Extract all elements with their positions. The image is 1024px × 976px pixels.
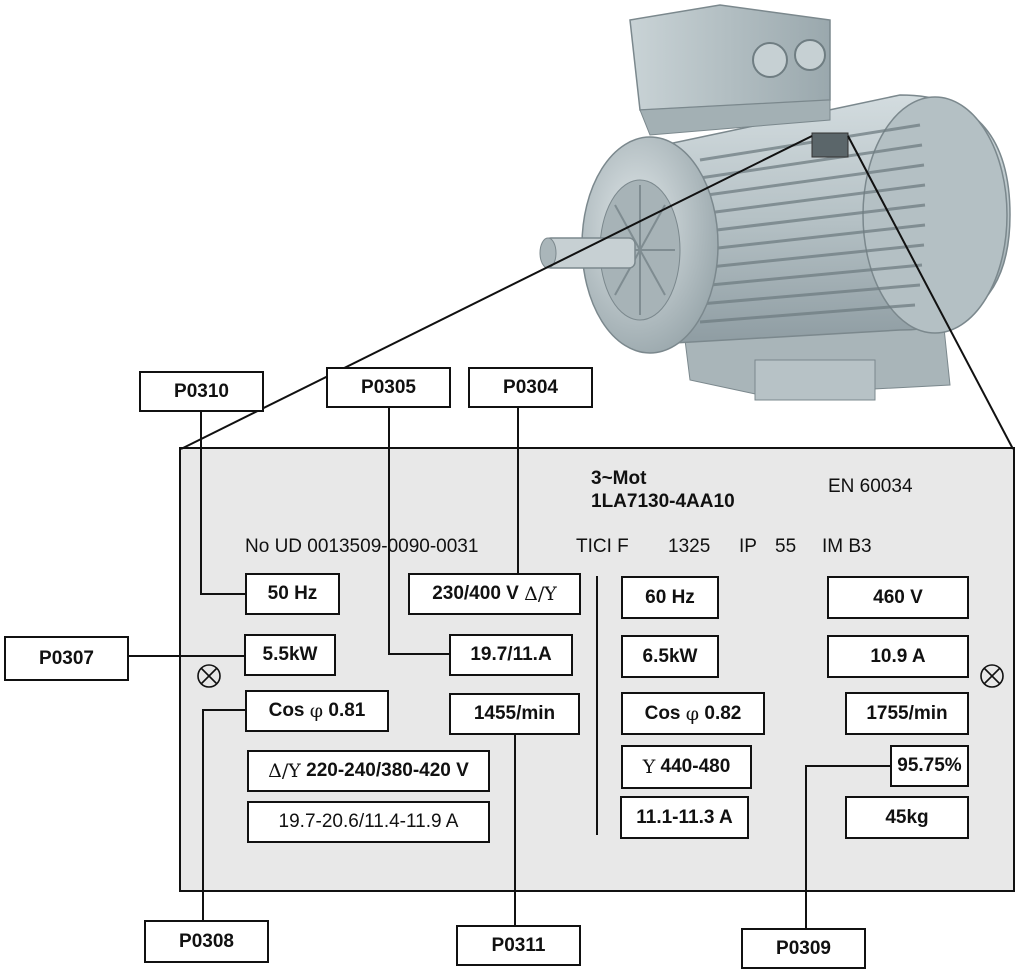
param-p0305-label: P0305 bbox=[326, 367, 451, 408]
rating-power-6-5kw: 6.5kW bbox=[621, 635, 719, 678]
rating-power-5-5kw: 5.5kW bbox=[244, 634, 336, 676]
rating-current-range-right: 11.1-11.3 A bbox=[620, 796, 749, 839]
screw-icon bbox=[197, 664, 221, 688]
rating-voltage-230-400: 230/400 V Δ/Y bbox=[408, 573, 581, 615]
rating-mass: 45kg bbox=[845, 796, 969, 839]
plate-ip-value: 55 bbox=[775, 536, 797, 557]
param-p0309-label: P0309 bbox=[741, 928, 866, 969]
plate-model: 1LA7130-4AA10 bbox=[591, 491, 735, 512]
rating-voltage-460: 460 V bbox=[827, 576, 969, 619]
rating-frequency-50hz: 50 Hz bbox=[245, 573, 340, 615]
param-p0310-label: P0310 bbox=[139, 371, 264, 412]
plate-phase-motor: 3~Mot bbox=[591, 468, 647, 489]
rating-efficiency: 95.75% bbox=[890, 745, 969, 787]
plate-code: 1325 bbox=[668, 536, 711, 557]
param-p0304-label: P0304 bbox=[468, 367, 593, 408]
screw-icon bbox=[980, 664, 1004, 688]
rating-frequency-60hz: 60 Hz bbox=[621, 576, 719, 619]
param-p0311-label: P0311 bbox=[456, 925, 581, 966]
rating-voltage-range-right: Y 440-480 bbox=[621, 745, 752, 789]
rating-current-right: 10.9 A bbox=[827, 635, 969, 678]
plate-standard: EN 60034 bbox=[828, 476, 913, 497]
rating-current-range-left: 19.7-20.6/11.4-11.9 A bbox=[247, 801, 490, 843]
param-p0308-label: P0308 bbox=[144, 920, 269, 963]
rating-speed-left: 1455/min bbox=[449, 693, 580, 735]
rating-cosphi-right: Cos φ 0.82 bbox=[621, 692, 765, 735]
plate-serial: No UD 0013509-0090-0031 bbox=[245, 536, 479, 557]
rating-cosphi-left: Cos φ 0.81 bbox=[245, 690, 389, 732]
plate-thermal-class: TICI F bbox=[576, 536, 629, 557]
rating-voltage-range-left: Δ/Y 220-240/380-420 V bbox=[247, 750, 490, 792]
param-p0307-label: P0307 bbox=[4, 636, 129, 681]
rating-current-left: 19.7/11.A bbox=[449, 634, 573, 676]
rating-speed-right: 1755/min bbox=[845, 692, 969, 735]
plate-mounting: IM B3 bbox=[822, 536, 872, 557]
plate-ip-label: IP bbox=[739, 536, 757, 557]
